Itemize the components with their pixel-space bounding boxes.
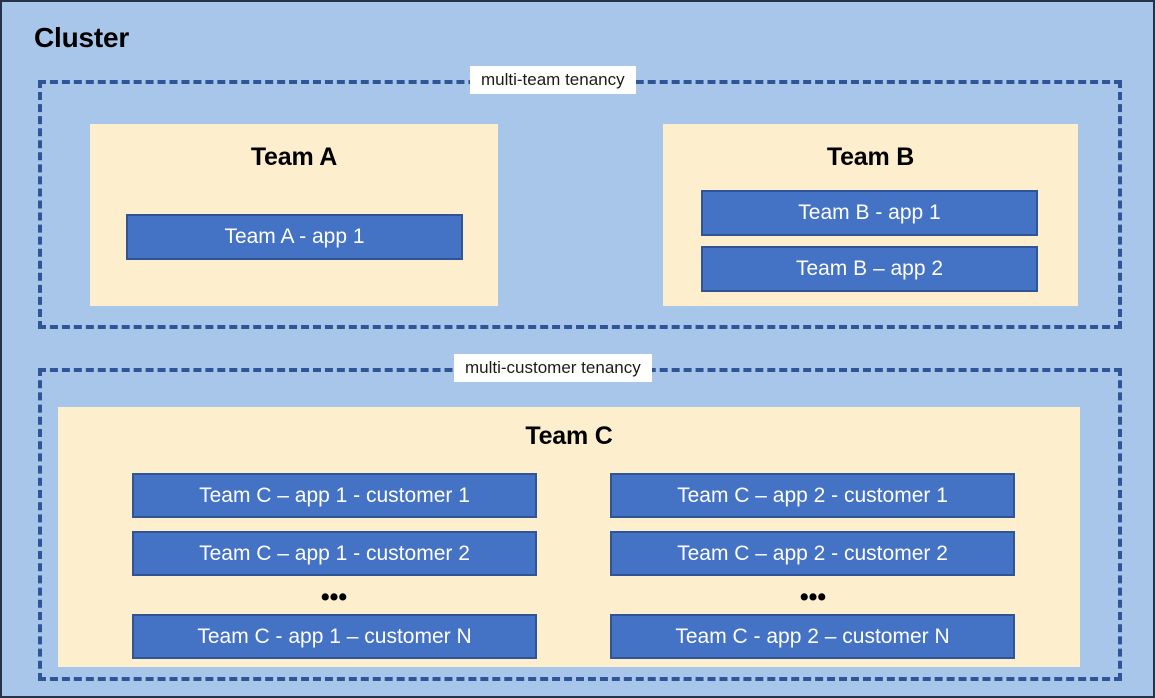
cluster-title: Cluster xyxy=(34,22,130,53)
team-title-team-c: Team C xyxy=(525,422,613,450)
tenancy-group-multi-team: Team A Team A - app 1 Team B Team B - ap… xyxy=(38,80,1122,329)
app-box-team-c-app-2-customer-1[interactable]: Team C – app 2 - customer 1 xyxy=(610,473,1015,518)
tenancy-label-multi-customer: multi-customer tenancy xyxy=(454,354,652,382)
app-box-team-b-app-1[interactable]: Team B - app 1 xyxy=(701,190,1038,236)
app-box-team-a-app-1[interactable]: Team A - app 1 xyxy=(126,214,463,260)
team-box-team-a: Team A Team A - app 1 xyxy=(90,124,498,306)
team-title-team-a: Team A xyxy=(250,143,338,171)
team-title-team-b: Team B xyxy=(826,143,915,171)
app-box-team-c-app-1-customer-2[interactable]: Team C – app 1 - customer 2 xyxy=(132,531,537,576)
app-box-team-c-app-1-customer-n[interactable]: Team C - app 1 – customer N xyxy=(132,614,537,659)
team-box-team-b: Team B Team B - app 1 Team B – app 2 xyxy=(663,124,1078,306)
ellipsis-team-c-app-1: ••• xyxy=(320,583,348,611)
app-box-team-c-app-2-customer-n[interactable]: Team C - app 2 – customer N xyxy=(610,614,1015,659)
app-box-team-c-app-2-customer-2[interactable]: Team C – app 2 - customer 2 xyxy=(610,531,1015,576)
ellipsis-team-c-app-2: ••• xyxy=(799,583,827,611)
app-box-team-b-app-2[interactable]: Team B – app 2 xyxy=(701,246,1038,292)
team-box-team-c: Team C Team C – app 1 - customer 1 Team … xyxy=(58,407,1080,667)
app-box-team-c-app-1-customer-1[interactable]: Team C – app 1 - customer 1 xyxy=(132,473,537,518)
tenancy-group-multi-customer: Team C Team C – app 1 - customer 1 Team … xyxy=(38,368,1122,681)
tenancy-label-multi-team: multi-team tenancy xyxy=(470,66,636,94)
